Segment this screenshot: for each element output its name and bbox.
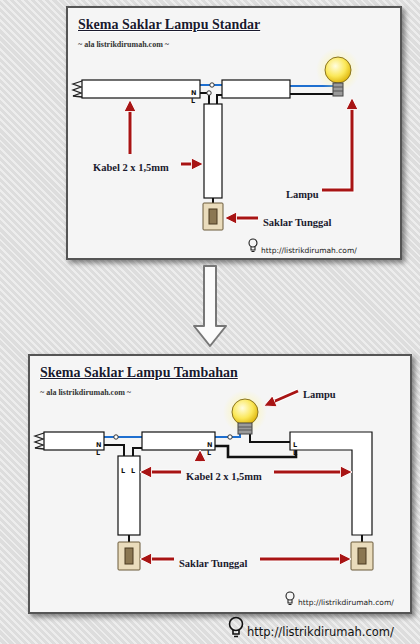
bulb-icon — [286, 592, 294, 605]
flow-arrow — [194, 266, 226, 346]
wire-letter: L — [121, 467, 125, 475]
cable-tube — [290, 432, 372, 535]
cable-tube — [142, 432, 215, 450]
wire-letter: N — [191, 89, 196, 97]
callout-label: Saklar Tunggal — [261, 212, 333, 230]
bulb-icon — [249, 239, 257, 252]
callout-label: Kabel 2 x 1,5mm — [184, 470, 264, 483]
panel-title: Skema Saklar Lampu Tambahan — [40, 363, 400, 381]
cable-tube — [204, 104, 222, 198]
callout-label: Kabel 2 x 1,5mm — [184, 466, 264, 484]
cable-tube — [44, 432, 104, 450]
callout-label: Saklar Tunggal — [177, 557, 249, 570]
panel-subtitle: ~ ala listrikdirumah.com ~ — [40, 388, 131, 397]
callout-label: Kabel 2 x 1,5mm — [91, 157, 171, 175]
cable-tube — [222, 80, 290, 98]
wire-letter: L — [121, 459, 125, 477]
junction-dot — [210, 83, 214, 87]
callout-label: Lampu — [301, 384, 338, 402]
callout-label: Kabel 2 x 1,5mm — [91, 161, 171, 174]
panel-subtitle: ~ ala listrikdirumah.com ~ — [78, 40, 169, 49]
switch-symbol — [203, 203, 223, 230]
site-url: http://listrikdirumah.com/ — [261, 246, 357, 256]
site-url: http://listrikdirumah.com/ — [247, 625, 394, 639]
source-wave — [73, 81, 82, 97]
source-wave — [35, 433, 44, 449]
panel-title: Skema Saklar Lampu Tambahan — [40, 364, 238, 381]
callout-label: Lampu — [284, 184, 321, 202]
wire-letter: L — [131, 459, 135, 477]
wire-letter: L — [96, 449, 100, 457]
callout-label: Saklar Tunggal — [261, 216, 333, 229]
wire-letter: N — [191, 81, 196, 99]
wire-letter: L — [131, 467, 135, 475]
cable-tube — [82, 80, 200, 98]
site-url: http://listrikdirumah.com/ — [298, 598, 394, 608]
wire-letter: N — [207, 433, 212, 451]
switch-symbol — [118, 542, 140, 570]
callout-label: Saklar Tunggal — [177, 553, 249, 571]
lamp-symbol — [316, 48, 360, 96]
junction-dot — [114, 435, 118, 439]
switch-symbol — [351, 542, 373, 570]
wire-letter: N — [96, 441, 101, 449]
panel-subtitle: ~ ala listrikdirumah.com ~ — [78, 33, 390, 51]
lamp-symbol — [223, 390, 267, 434]
wire-letter: L — [293, 441, 297, 449]
callout-label: Lampu — [284, 188, 321, 201]
site-url: http://listrikdirumah.com/ — [247, 622, 394, 640]
leader-arrow — [130, 100, 352, 218]
wire-letter: L — [293, 433, 297, 451]
wires — [200, 85, 334, 203]
wire-letter: L — [191, 97, 195, 105]
panel-title: Skema Saklar Lampu Standar — [78, 15, 390, 33]
panel-title: Skema Saklar Lampu Standar — [78, 16, 260, 33]
junction-dot — [207, 91, 211, 95]
panel-subtitle: ~ ala listrikdirumah.com ~ — [40, 381, 400, 399]
wire-letter: N — [207, 441, 212, 449]
site-url: http://listrikdirumah.com/ — [261, 239, 357, 257]
site-url: http://listrikdirumah.com/ — [298, 591, 394, 609]
bulb-icon — [230, 618, 243, 637]
junction-dot — [228, 435, 232, 439]
wire-letter: L — [293, 449, 297, 457]
callout-label: Lampu — [301, 388, 338, 401]
leader-arrow — [142, 391, 350, 559]
wire-letter: N — [96, 433, 101, 451]
cable-tube — [118, 456, 140, 535]
wire-letter: L — [207, 449, 211, 457]
